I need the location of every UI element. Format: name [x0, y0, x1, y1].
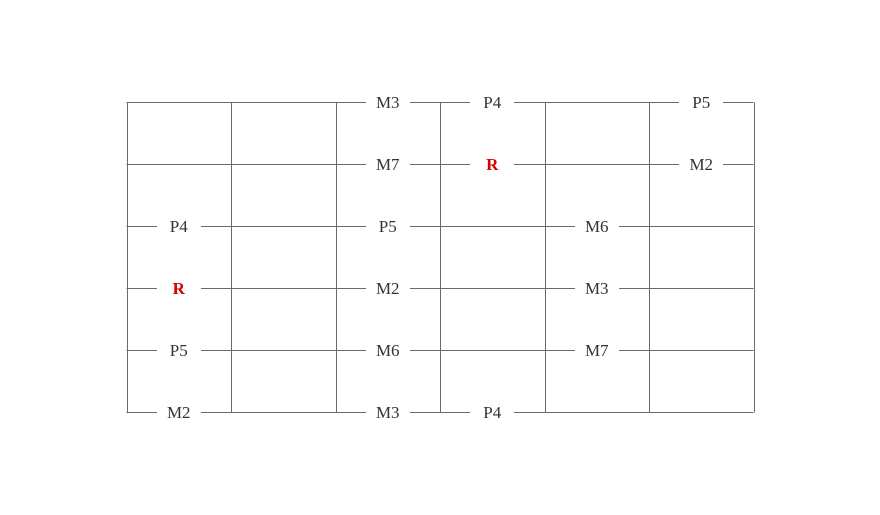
interval-label: P5: [365, 216, 410, 237]
interval-label: M6: [574, 216, 619, 237]
interval-label: M6: [365, 340, 410, 361]
interval-label: P5: [679, 92, 724, 113]
interval-label: M7: [574, 340, 619, 361]
interval-label: P4: [470, 92, 515, 113]
interval-label: M2: [365, 278, 410, 299]
interval-label: P4: [470, 402, 515, 423]
interval-label: P5: [156, 340, 201, 361]
interval-label: M3: [365, 92, 410, 113]
interval-label: M2: [156, 402, 201, 423]
interval-label: M3: [365, 402, 410, 423]
interval-label: M3: [574, 278, 619, 299]
interval-label: P4: [156, 216, 201, 237]
interval-label: M7: [365, 154, 410, 175]
interval-label: M2: [679, 154, 724, 175]
root-note-label: R: [156, 278, 201, 299]
root-note-label: R: [470, 154, 515, 175]
